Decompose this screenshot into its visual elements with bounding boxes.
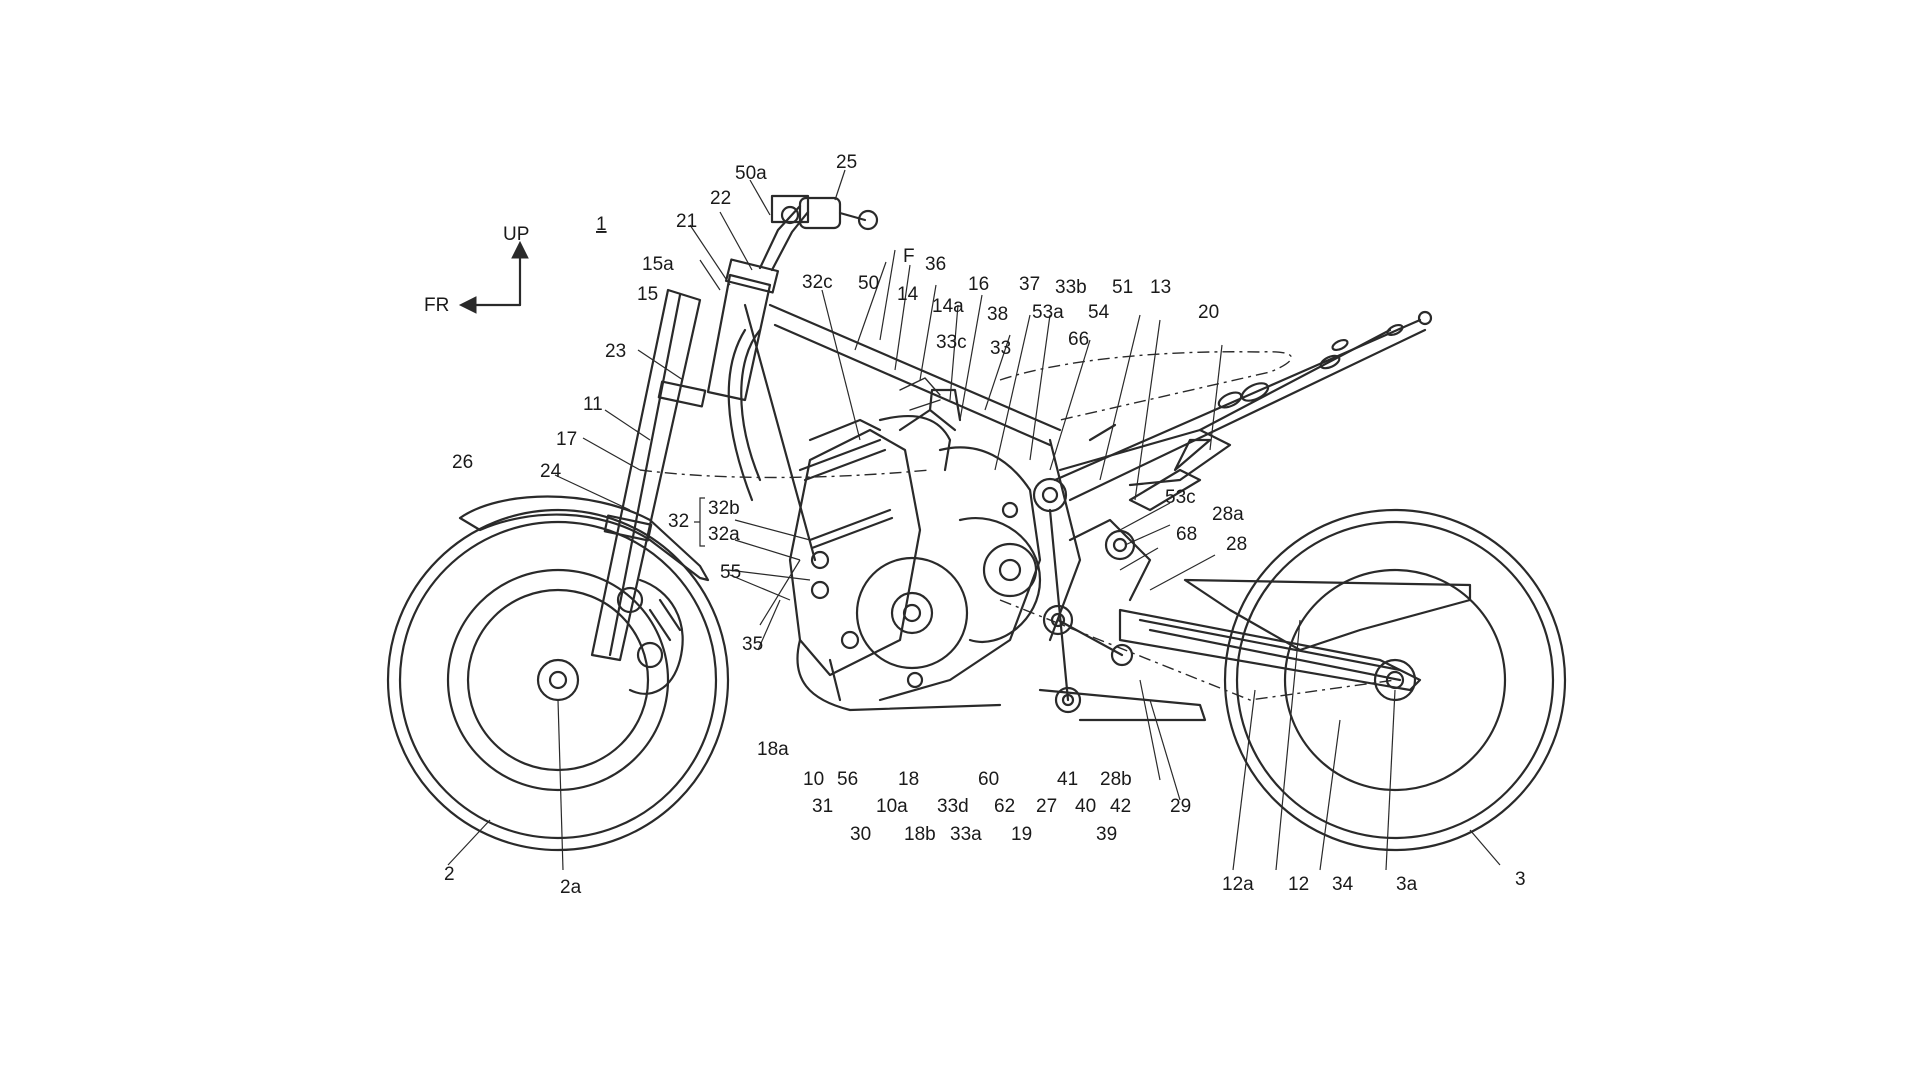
label-22: 22 xyxy=(710,188,731,209)
front-fender xyxy=(458,495,710,582)
swingarm-linkage xyxy=(1001,477,1207,722)
label-37: 37 xyxy=(1019,274,1040,295)
label-18a: 18a xyxy=(757,739,789,760)
label-28: 28 xyxy=(1226,534,1247,555)
label-24: 24 xyxy=(540,461,562,482)
label-32a: 32a xyxy=(708,524,740,545)
label-31: 31 xyxy=(812,796,833,817)
label-19: 19 xyxy=(1011,824,1032,845)
label-16: 16 xyxy=(968,274,989,295)
up-label: UP xyxy=(503,224,529,245)
label-54: 54 xyxy=(1088,302,1110,323)
label-34: 34 xyxy=(1332,874,1354,895)
label-33a: 33a xyxy=(950,824,982,845)
label-66: 66 xyxy=(1068,329,1089,350)
label-55: 55 xyxy=(720,562,741,583)
label-f: F xyxy=(903,246,915,267)
label-26: 26 xyxy=(452,452,473,473)
label-32: 32 xyxy=(668,511,689,532)
label-60: 60 xyxy=(978,769,999,790)
engine xyxy=(788,388,1042,712)
front-fork xyxy=(590,288,707,695)
label-10: 10 xyxy=(803,769,824,790)
label-50a: 50a xyxy=(735,163,767,184)
label-35: 35 xyxy=(742,634,763,655)
label-12: 12 xyxy=(1288,874,1309,895)
label-29: 29 xyxy=(1170,796,1191,817)
label-33c: 33c xyxy=(936,332,967,353)
label-3: 3 xyxy=(1515,869,1526,890)
label-10a: 10a xyxy=(876,796,908,817)
label-14a: 14a xyxy=(932,296,964,317)
label-50: 50 xyxy=(858,273,879,294)
label-21: 21 xyxy=(676,211,697,232)
label-18: 18 xyxy=(898,769,919,790)
label-11: 11 xyxy=(583,394,603,415)
label-53a: 53a xyxy=(1032,302,1064,323)
label-51: 51 xyxy=(1112,277,1133,298)
bracket-32 xyxy=(694,497,705,547)
orientation-indicator: UP FR xyxy=(424,224,529,316)
fuel-tank-outline xyxy=(639,469,931,479)
leader-lines xyxy=(447,169,1501,871)
rear-subframe xyxy=(1053,310,1433,512)
label-38: 38 xyxy=(987,304,1008,325)
rear-fender xyxy=(1183,578,1472,652)
label-27: 27 xyxy=(1036,796,1057,817)
label-32c: 32c xyxy=(802,272,833,293)
label-25: 25 xyxy=(836,152,857,173)
label-39: 39 xyxy=(1096,824,1117,845)
label-36: 36 xyxy=(925,254,946,275)
label-20: 20 xyxy=(1198,302,1219,323)
figure-ref-label: 1 xyxy=(596,214,607,235)
label-32b: 32b xyxy=(708,498,740,519)
front-label: FR xyxy=(424,295,449,316)
label-15: 15 xyxy=(637,284,658,305)
label-15a: 15a xyxy=(642,254,674,275)
label-68: 68 xyxy=(1176,524,1197,545)
label-28b: 28b xyxy=(1100,769,1132,790)
label-33b: 33b xyxy=(1055,277,1087,298)
chain-line xyxy=(999,599,1396,701)
label-53c: 53c xyxy=(1165,487,1196,508)
rear-wheel xyxy=(1223,508,1567,852)
label-18b: 18b xyxy=(904,824,936,845)
label-2: 2 xyxy=(444,864,455,885)
reference-labels: F 2 2a 3 3a 10 10a 11 12 12a 13 14 14a 1… xyxy=(444,152,1526,898)
label-33: 33 xyxy=(990,338,1011,359)
label-42: 42 xyxy=(1110,796,1131,817)
label-40: 40 xyxy=(1075,796,1096,817)
label-2a: 2a xyxy=(560,877,582,898)
label-30: 30 xyxy=(850,824,871,845)
label-41: 41 xyxy=(1057,769,1078,790)
seat-outline xyxy=(999,351,1292,421)
label-13: 13 xyxy=(1150,277,1171,298)
label-62: 62 xyxy=(994,796,1015,817)
label-12a: 12a xyxy=(1222,874,1254,895)
front-wheel xyxy=(386,508,730,852)
label-17: 17 xyxy=(556,429,577,450)
label-14: 14 xyxy=(897,284,919,305)
label-23: 23 xyxy=(605,341,626,362)
steering-head xyxy=(706,194,879,402)
label-56: 56 xyxy=(837,769,858,790)
label-3a: 3a xyxy=(1396,874,1418,895)
label-28a: 28a xyxy=(1212,504,1244,525)
label-33d: 33d xyxy=(937,796,969,817)
